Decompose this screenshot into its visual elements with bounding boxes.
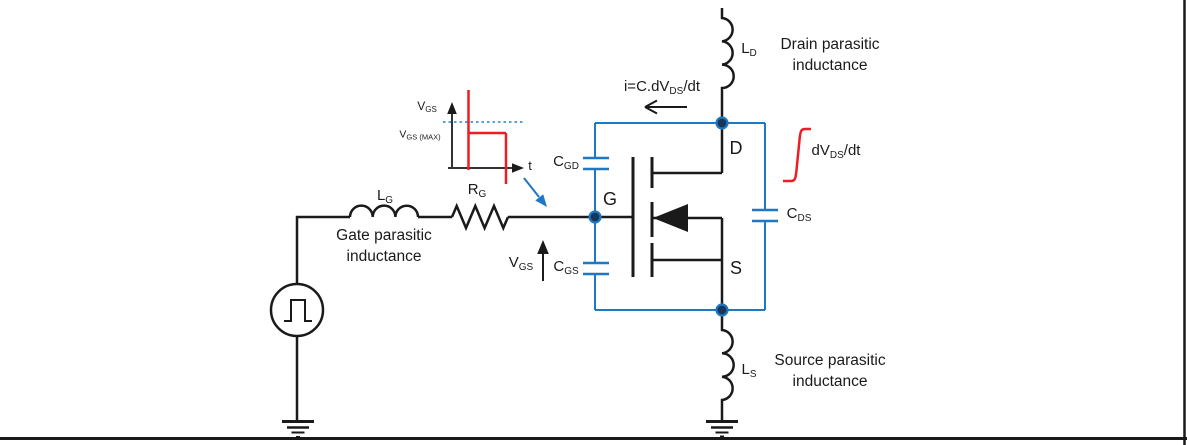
gate-terminal-label: G (602, 188, 618, 209)
parasitic-cap-network (583, 116, 778, 317)
source-inductor-symbol (720, 310, 735, 421)
inset-graph (443, 90, 524, 184)
gate-node (588, 210, 602, 224)
ld-label: LD (741, 39, 757, 59)
cds-capacitor-symbol (752, 208, 778, 223)
drain-inductor-symbol (720, 8, 735, 123)
current-arrow (644, 99, 687, 115)
cgs-capacitor-symbol (583, 261, 609, 276)
lg-label: LG (376, 186, 394, 206)
ls-label: LS (741, 360, 757, 380)
displacement-current-equation: i=C.dVDS/dt (623, 77, 701, 97)
pulse-source-circle (269, 282, 325, 338)
vgs-arrow (537, 240, 549, 281)
cds-label: CDS (786, 204, 812, 224)
vgs-pulse-trace (467, 90, 508, 184)
cgs-label: CGS (553, 257, 579, 277)
drain-node (715, 116, 729, 130)
power-ground (706, 420, 738, 438)
inset-y-arrow-icon (447, 102, 457, 114)
source-terminal-label: S (729, 257, 743, 278)
slew-rate-glyph (783, 127, 811, 183)
source-node (715, 303, 729, 317)
mosfet-body-arrow-icon (653, 204, 688, 232)
cgd-capacitor-symbol (583, 156, 609, 171)
gate-wire-left (295, 215, 350, 284)
vgs-label: VGS (508, 253, 534, 273)
inset-vgs-max-label: VGS (MAX) (399, 128, 441, 142)
gate-inductor-symbol (348, 204, 420, 218)
slew-rate-equation: dVDS/dt (811, 141, 861, 161)
source-ground (282, 336, 314, 438)
inset-y-axis-label: VGS (417, 99, 437, 114)
inset-x-arrow-icon (512, 163, 524, 173)
inset-pointer-arrow (523, 177, 547, 207)
rg-label: RG (467, 180, 487, 200)
cgd-label: CGD (553, 152, 579, 172)
mosfet-symbol (631, 123, 724, 310)
pulse-source (269, 282, 325, 338)
pulse-waveform-icon (284, 299, 312, 322)
drain-terminal-label: D (729, 137, 743, 158)
gate-resistor-symbol (450, 202, 510, 232)
inset-x-axis-label: t (528, 157, 532, 173)
